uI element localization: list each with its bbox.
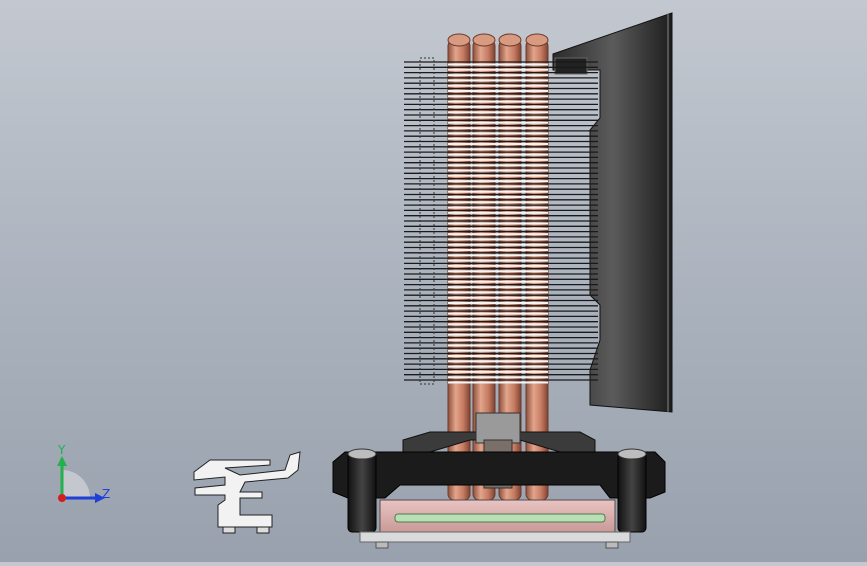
z-axis-label: Z (102, 487, 110, 501)
clip-part[interactable] (193, 451, 301, 534)
origin-icon (58, 494, 66, 502)
mounting-base[interactable] (332, 412, 666, 549)
fin-edge-strip (419, 57, 435, 385)
orientation-triad[interactable]: Y Z (40, 440, 130, 520)
y-axis-label: Y (57, 443, 66, 457)
triad-plane-icon (62, 470, 90, 498)
heatsink-fins[interactable] (404, 57, 598, 385)
